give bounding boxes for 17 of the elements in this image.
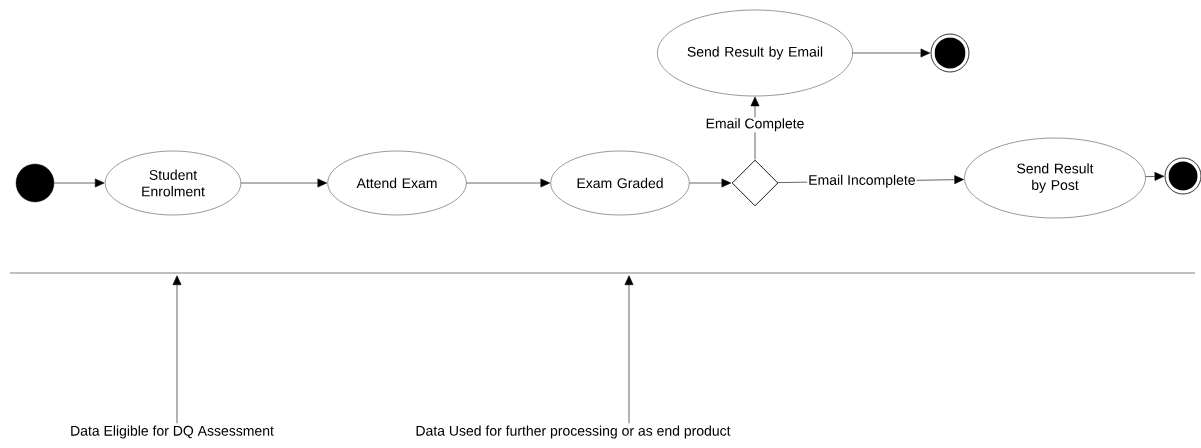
edge-label: Email Complete — [706, 118, 804, 132]
arrow — [53, 178, 105, 188]
arrow — [689, 178, 732, 188]
decision-diamond — [731, 159, 779, 207]
caption-text: Data Used for further processing or as end product — [416, 425, 731, 439]
end-bullseye — [1164, 157, 1201, 195]
arrow — [466, 178, 551, 188]
edge-label: Email Incomplete — [809, 174, 915, 188]
arrow — [750, 96, 760, 160]
start-dot — [15, 163, 55, 203]
caption-text: Data Eligible for DQ Assessment — [71, 425, 274, 439]
leader-arrow — [624, 275, 634, 424]
arrow — [240, 178, 328, 188]
arrow — [1145, 172, 1165, 181]
arrow — [852, 48, 931, 58]
leader-arrow — [172, 275, 182, 424]
end-bullseye — [930, 33, 970, 73]
